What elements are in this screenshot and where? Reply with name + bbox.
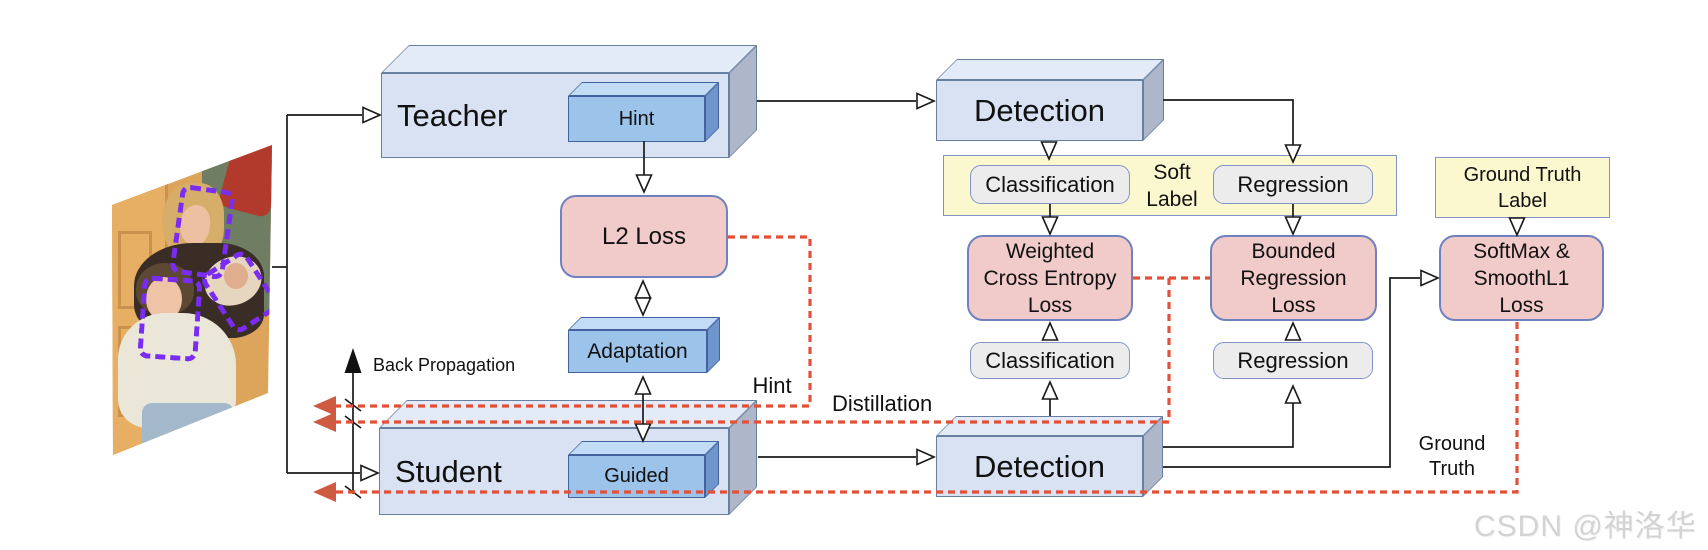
arrowhead-into-student — [360, 464, 380, 482]
ground-truth-label-box: Ground Truth Label — [1435, 157, 1610, 218]
soft-label-text: Soft Label — [1146, 161, 1198, 211]
arrowhead-adapt-up — [634, 375, 652, 395]
arrowhead-l2-adapt-down — [634, 297, 652, 317]
adaptation-label: Adaptation — [568, 330, 707, 373]
teacher-box-top-face — [381, 45, 757, 73]
arrowhead-into-classification2 — [1041, 380, 1059, 400]
red-arrowhead-distillation — [313, 412, 336, 432]
arrowhead-into-teacher — [362, 106, 382, 124]
student-box-top-face — [379, 400, 757, 428]
arrowhead-into-softmax — [1420, 269, 1440, 287]
arrowhead-into-detection2 — [916, 448, 936, 466]
guided-box-top-face — [568, 441, 719, 455]
guided-box: Guided — [568, 441, 719, 498]
backprop-tick-2 — [344, 415, 362, 429]
regression-soft-pill: Regression — [1213, 165, 1373, 204]
backprop-tick-3 — [344, 485, 362, 499]
hint-label: Hint — [568, 96, 705, 142]
hint-box-top-face — [568, 82, 719, 96]
red-arrowhead-ground-truth — [313, 482, 336, 502]
detection-teacher-top-face — [936, 59, 1164, 80]
guided-label: Guided — [568, 455, 705, 498]
face-bbox-toddler — [137, 275, 203, 362]
softmax-smoothl1-loss-node: SoftMax & SmoothL1 Loss — [1439, 235, 1604, 321]
weighted-cross-entropy-loss-node: Weighted Cross Entropy Loss — [967, 235, 1133, 321]
hint-path-label: Hint — [752, 373, 792, 398]
baby-face — [224, 263, 248, 289]
detection-student-label: Detection — [936, 436, 1143, 497]
input-photo — [112, 145, 272, 455]
arrowhead-gt-down — [1508, 217, 1526, 237]
detection1-to-regression-band-line — [1163, 99, 1294, 145]
detection-student-box: Detection — [936, 416, 1163, 497]
back-propagation-label: Back Propagation — [373, 355, 516, 375]
back-propagation-arrow-icon — [344, 348, 362, 373]
arrowhead-reg2-to-brl — [1284, 321, 1302, 341]
l2-loss-node: L2 Loss — [560, 195, 728, 278]
bounded-regression-loss-node: Bounded Regression Loss — [1210, 235, 1377, 321]
detection-student-top-face — [936, 416, 1163, 436]
arrowhead-into-brl — [1284, 216, 1302, 236]
csdn-watermark: CSDN @神洛华 — [1474, 510, 1697, 543]
regression-student-pill: Regression — [1213, 342, 1373, 379]
arrowhead-l2-adapt-up — [634, 279, 652, 299]
adaptation-box-top-face — [568, 317, 720, 330]
detection-teacher-label: Detection — [936, 80, 1143, 141]
classification-soft-pill: Classification — [970, 165, 1130, 204]
arrowhead-class2-to-wce — [1041, 321, 1059, 341]
classification-student-pill: Classification — [970, 342, 1130, 379]
adaptation-box: Adaptation — [568, 317, 720, 373]
detection2-to-regression2-line — [1163, 403, 1294, 448]
arrowhead-into-wce — [1041, 216, 1059, 236]
arrowhead-into-detection1 — [916, 92, 936, 110]
arrowhead-into-regression2 — [1284, 384, 1302, 404]
red-arrowhead-hint — [313, 396, 336, 416]
backprop-tick-1 — [344, 398, 362, 412]
distillation-path-label: Distillation — [832, 391, 933, 416]
jeans — [142, 403, 234, 455]
red-arrowheads — [313, 396, 336, 502]
hint-box: Hint — [568, 82, 719, 142]
detection-teacher-box: Detection — [936, 59, 1164, 141]
ground-truth-path-label: Ground Truth — [1418, 433, 1486, 480]
arrowhead-into-l2 — [635, 174, 653, 194]
